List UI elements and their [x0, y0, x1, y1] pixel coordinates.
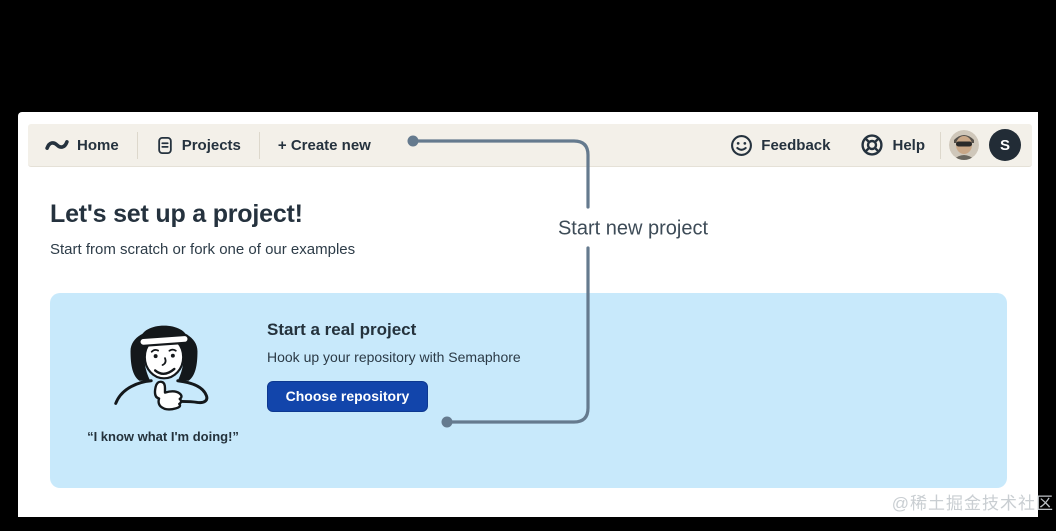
navbar-left-group: Home Projects + Create new	[28, 124, 389, 166]
start-real-project-panel: “I know what I'm doing!” Start a real pr…	[50, 293, 1007, 488]
org-badge[interactable]: S	[989, 129, 1021, 161]
nav-item-home[interactable]: Home	[28, 124, 137, 166]
nav-feedback-label: Feedback	[761, 136, 831, 154]
lifebuoy-icon	[860, 133, 884, 157]
panel-heading: Start a real project	[267, 320, 417, 339]
illustration-quote: “I know what I'm doing!”	[87, 429, 239, 444]
nav-help-label: Help	[892, 136, 925, 154]
panel-subheading: Hook up your repository with Semaphore	[267, 349, 521, 365]
nav-projects-label: Projects	[181, 136, 241, 154]
nav-home-label: Home	[77, 136, 119, 154]
user-avatar[interactable]	[949, 130, 979, 160]
navbar-right-group: Feedback Help	[715, 124, 1032, 166]
nav-item-projects[interactable]: Projects	[138, 124, 259, 166]
app-window: Home Projects + Create new	[18, 112, 1038, 517]
smiley-icon	[730, 134, 753, 157]
nav-item-create-new[interactable]: + Create new	[260, 124, 389, 166]
choose-repository-button[interactable]: Choose repository	[267, 381, 428, 412]
semaphore-logo-icon	[45, 136, 69, 154]
top-navbar: Home Projects + Create new	[28, 124, 1032, 167]
page-subtitle: Start from scratch or fork one of our ex…	[50, 241, 356, 258]
page-title: Let's set up a project!	[50, 200, 303, 228]
projects-list-icon	[156, 136, 174, 155]
nav-item-help[interactable]: Help	[845, 124, 940, 166]
nav-divider	[258, 131, 260, 159]
panel-text-block: Start a real project Hook up your reposi…	[267, 320, 521, 412]
nav-divider	[940, 131, 941, 159]
nav-divider	[136, 131, 138, 159]
nav-create-new-label: + Create new	[277, 136, 371, 154]
thumbs-up-person-illustration	[100, 307, 228, 425]
nav-item-feedback[interactable]: Feedback	[715, 124, 845, 166]
